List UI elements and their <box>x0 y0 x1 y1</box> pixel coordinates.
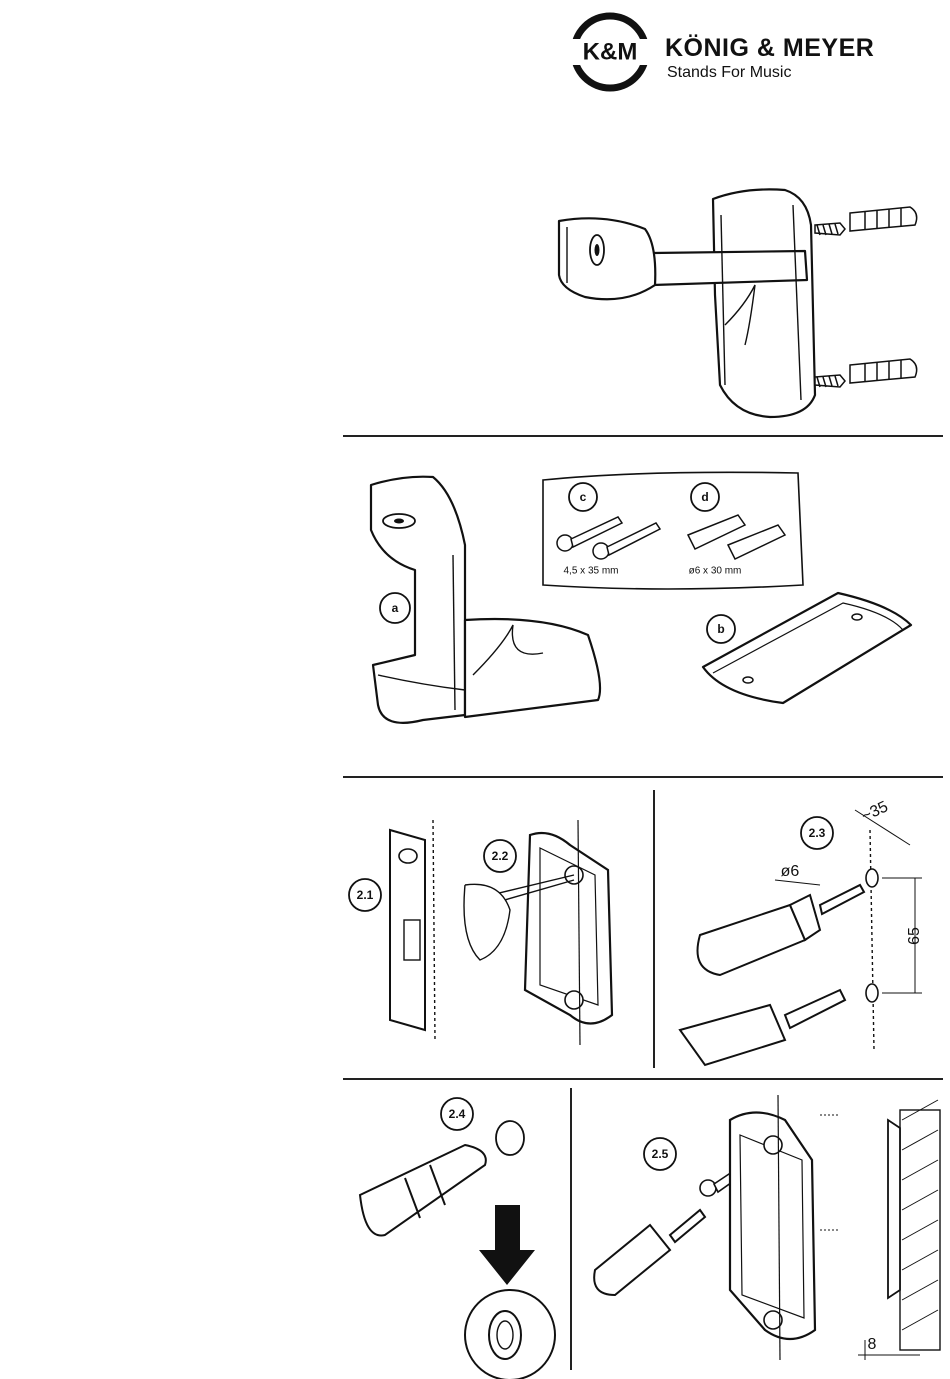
column-divider <box>570 1088 572 1370</box>
section-divider <box>343 1078 943 1080</box>
brand-logo: K&M KÖNIG & MEYER Stands For Music <box>560 12 945 92</box>
part-label-c: c <box>580 490 587 504</box>
drill-icon <box>680 885 864 1065</box>
logo-mark-text: K&M <box>583 38 638 65</box>
part-label-b: b <box>717 622 724 636</box>
screw-size-label: 4,5 x 35 mm <box>563 566 618 577</box>
wall-plug-icon <box>850 359 917 383</box>
section-divider <box>343 776 943 778</box>
part-label-d: d <box>701 490 708 504</box>
headphone-holder-drawing <box>545 185 945 430</box>
part-label-a: a <box>392 601 399 615</box>
step-2-1-2-2-illustration: 2.1 2.2 <box>330 790 650 1070</box>
wall-plug-icon <box>360 1145 486 1236</box>
step-2-5-illustration: 2.5 8 <box>580 1090 945 1375</box>
distance-dimension: ~35 <box>859 798 891 825</box>
screwdriver-icon <box>594 1210 705 1295</box>
brand-tagline: Stands For Music <box>667 64 791 82</box>
step-2-3-illustration: 2.3 ~35 65 ø6 <box>660 790 945 1075</box>
wall-gap-dimension: 8 <box>868 1336 877 1353</box>
section-divider <box>343 435 943 437</box>
brand-name: KÖNIG & MEYER <box>665 34 874 63</box>
step-label-2-4: 2.4 <box>449 1107 466 1121</box>
step-2-4-illustration: 2.4 <box>345 1090 570 1375</box>
dowel-size-label: ø6 x 30 mm <box>689 566 742 577</box>
screw-icon <box>815 375 845 387</box>
step-label-2-5: 2.5 <box>652 1147 669 1161</box>
step-label-2-3: 2.3 <box>809 826 826 840</box>
column-divider <box>653 790 655 1068</box>
step-label-2-2: 2.2 <box>492 849 509 863</box>
parts-overview: a c d 4,5 x 35 mm ø6 x 30 mm b <box>343 445 943 775</box>
wall-plug-icon <box>850 207 917 231</box>
arrow-down-icon <box>479 1205 535 1285</box>
drill-diameter-label: ø6 <box>781 863 800 880</box>
step-label-2-1: 2.1 <box>357 888 374 902</box>
part-b-wall-plate <box>703 593 911 703</box>
screw-icon <box>815 223 845 235</box>
hole-spacing-dimension: 65 <box>906 927 923 945</box>
km-logo-icon: K&M <box>560 12 660 92</box>
